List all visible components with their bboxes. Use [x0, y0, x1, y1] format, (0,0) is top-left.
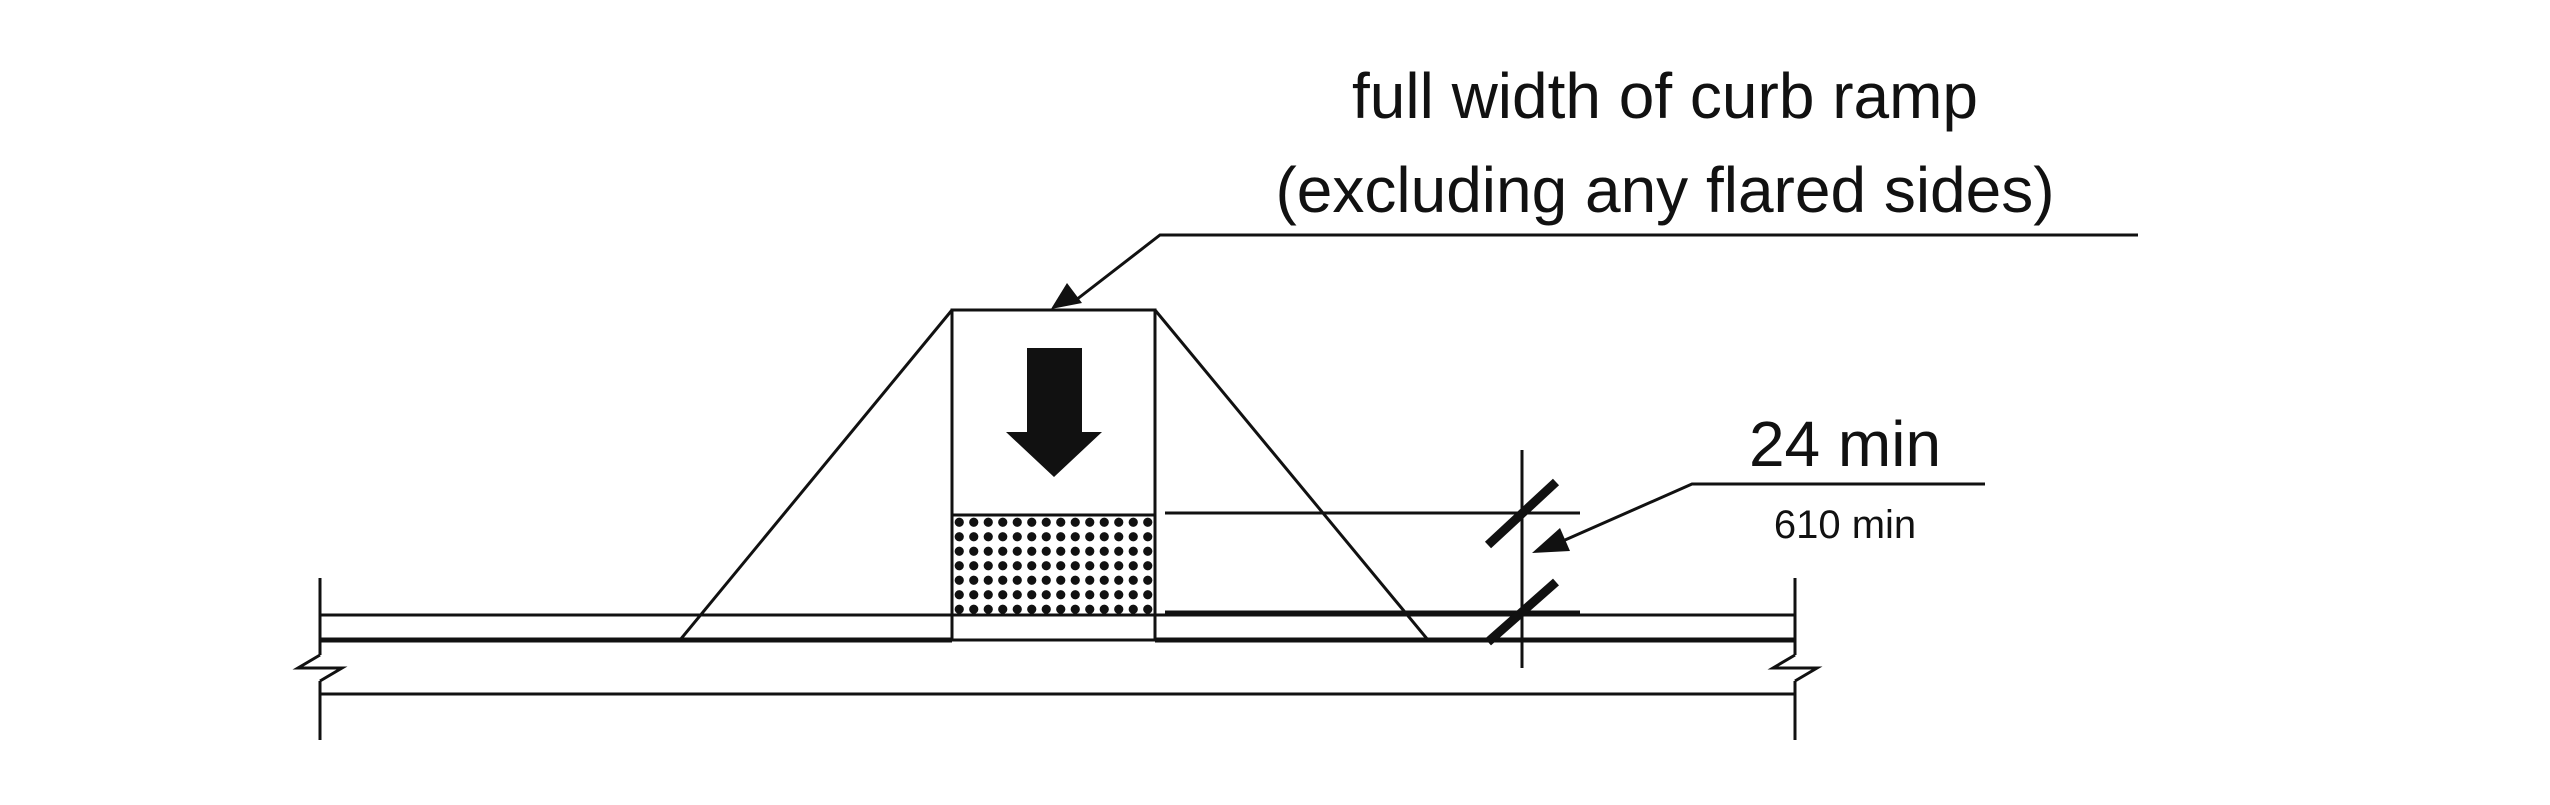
dimension-leader-arrowhead	[1532, 528, 1570, 553]
left-break-mark	[292, 653, 348, 683]
right-break-mark	[1767, 653, 1823, 683]
dimension-imperial-label: 24 min	[1749, 408, 1941, 480]
ramp-width-label-line2: (excluding any flared sides)	[1275, 154, 2054, 226]
ramp-width-label-line1: full width of curb ramp	[1352, 60, 1978, 132]
width-leader-arrowhead	[1051, 283, 1082, 309]
dimension-metric-label: 610 min	[1774, 503, 1916, 547]
detectable-warning-surface	[950, 513, 1157, 617]
left-flare-edge	[678, 309, 954, 641]
tick-bottom	[1485, 578, 1559, 646]
right-flare-edge	[1153, 309, 1430, 641]
dimension-24-min	[1165, 450, 1985, 668]
width-leader	[1051, 233, 2138, 309]
down-arrow-icon	[1006, 348, 1102, 477]
tick-top	[1484, 478, 1560, 549]
